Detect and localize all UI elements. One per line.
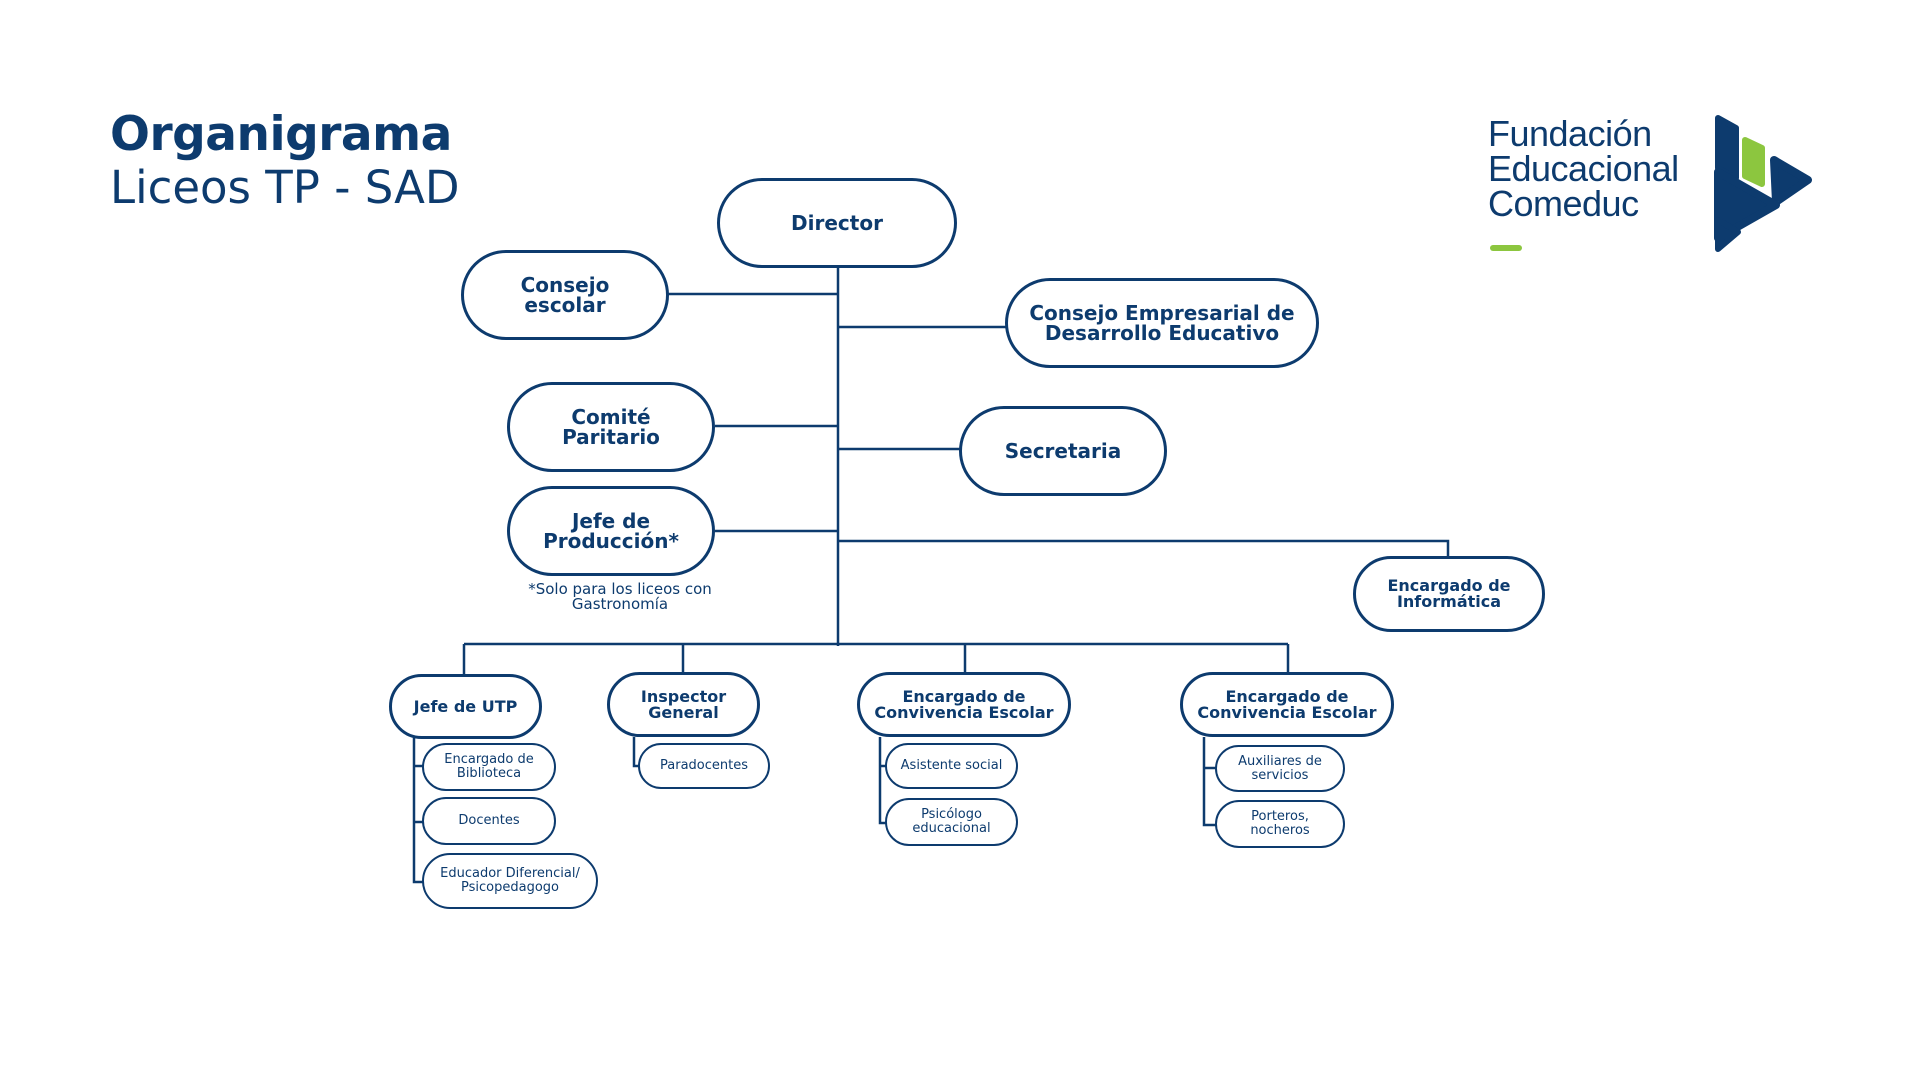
logo-line-1: Fundación: [1488, 113, 1652, 154]
foundation-logo: Fundación Educacional Comeduc: [1488, 112, 1828, 262]
node-jefe-utp: Jefe de UTP: [389, 674, 542, 739]
sub-node-paradocentes: Paradocentes: [638, 743, 770, 789]
logo-accent-bar: [1490, 245, 1522, 251]
convivencia-1-branch: [878, 737, 886, 825]
logo-mark-icon: [1714, 115, 1812, 252]
node-convivencia-escolar-2: Encargado de Convivencia Escolar: [1180, 672, 1394, 737]
sub-node-educador-diferencial: Educador Diferencial/ Psicopedagogo: [422, 853, 598, 909]
node-inspector-general: Inspector General: [607, 672, 760, 737]
logo-line-3: Comeduc: [1488, 183, 1639, 224]
sub-node-docentes: Docentes: [422, 797, 556, 845]
node-consejo-escolar: Consejo escolar: [461, 250, 669, 340]
title-block: Organigrama Liceos TP - SAD: [110, 108, 460, 214]
logo-line-2: Educacional: [1488, 148, 1679, 189]
page-subtitle: Liceos TP - SAD: [110, 161, 460, 214]
gastronomia-note: *Solo para los liceos con Gastronomía: [528, 580, 712, 613]
logo-text: Fundación Educacional Comeduc: [1488, 113, 1679, 224]
sub-node-biblioteca: Encargado de Biblioteca: [422, 743, 556, 791]
page-title: Organigrama: [110, 107, 452, 162]
node-convivencia-escolar-1: Encargado de Convivencia Escolar: [857, 672, 1071, 737]
node-secretaria: Secretaria: [959, 406, 1167, 496]
convivencia-2-branch: [1202, 737, 1216, 827]
link-informatica: [838, 539, 1450, 556]
node-director: Director: [717, 178, 957, 268]
node-consejo-empresarial: Consejo Empresarial de Desarrollo Educat…: [1005, 278, 1319, 368]
node-comite-paritario: Comité Paritario: [507, 382, 715, 472]
node-jefe-produccion: Jefe de Producción*: [507, 486, 715, 576]
utp-branch: [412, 737, 423, 884]
node-encargado-informatica: Encargado de Informática: [1353, 556, 1545, 632]
sub-node-asistente-social: Asistente social: [885, 743, 1018, 789]
sub-node-porteros: Porteros, nocheros: [1215, 800, 1345, 848]
sub-node-auxiliares: Auxiliares de servicios: [1215, 745, 1345, 792]
sub-node-psicologo: Psicólogo educacional: [885, 798, 1018, 846]
